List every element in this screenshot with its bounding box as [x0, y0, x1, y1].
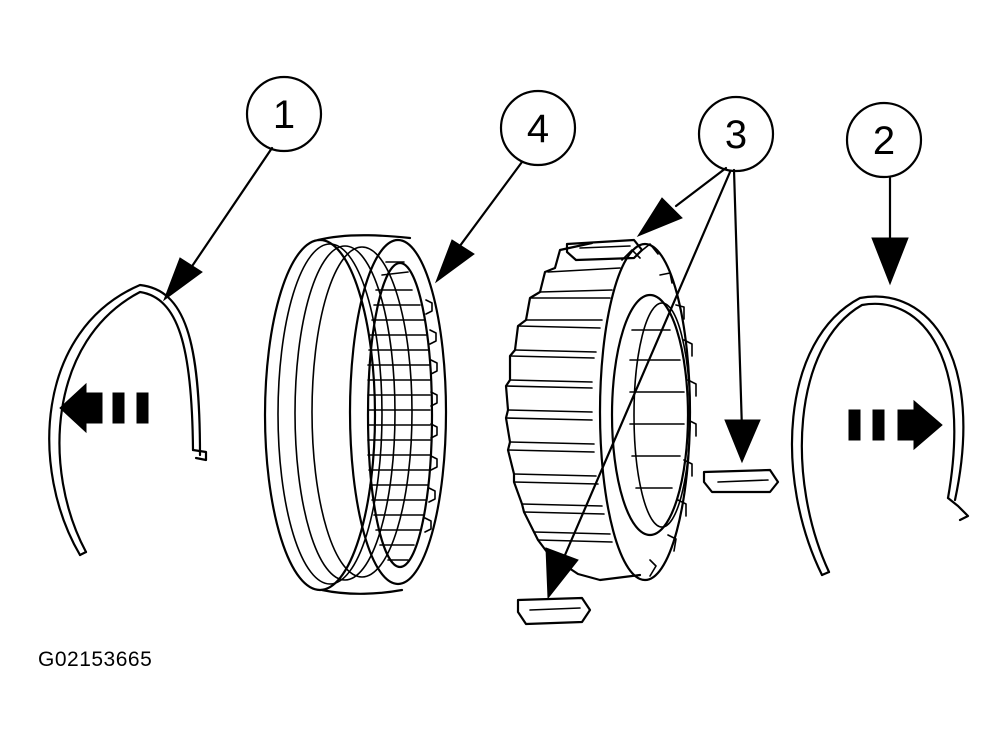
synchronizer-hub: [504, 241, 697, 582]
synchronizer-key-top: [565, 238, 644, 262]
figure-id: G02153665: [38, 648, 153, 671]
leader-line-4: [434, 160, 524, 284]
direction-arrow-right-icon: [848, 399, 943, 451]
leader-line-2: [871, 176, 909, 286]
retaining-ring-left: [48, 283, 208, 557]
callout-1: 1: [245, 75, 323, 153]
svg-text:1: 1: [273, 93, 295, 137]
synchronizer-key-bottom: [516, 596, 592, 626]
callout-4: 4: [499, 89, 577, 167]
leader-lines-3: [545, 166, 761, 600]
leader-line-1: [162, 146, 274, 302]
synchronizer-key-right: [702, 468, 780, 494]
svg-text:2: 2: [873, 119, 895, 163]
direction-arrow-left-icon: [59, 382, 149, 434]
retaining-ring-right: [790, 295, 970, 577]
svg-text:3: 3: [725, 113, 747, 157]
svg-text:4: 4: [527, 107, 549, 151]
synchronizer-sleeve: [263, 234, 448, 595]
callout-3: 3: [697, 95, 775, 173]
callout-2: 2: [845, 101, 923, 179]
